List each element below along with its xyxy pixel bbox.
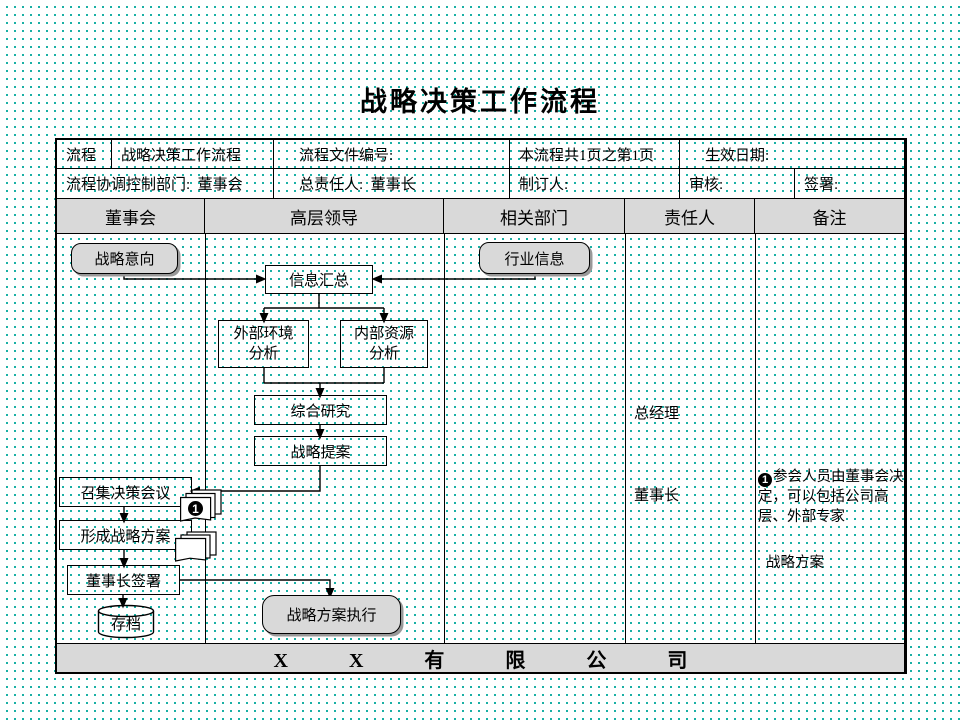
node-convene-meeting: 召集决策会议: [59, 477, 192, 507]
node-comprehensive-study: 综合研究: [254, 395, 387, 425]
note-marker-badge: 1: [758, 473, 772, 487]
document-stack-icon: [175, 531, 219, 563]
info-row-2: 流程协调控制部门: 董事会 总责任人: 董事长 制订人: 审核: 签署:: [57, 169, 904, 199]
node-execute-strategy: 战略方案执行: [262, 595, 401, 634]
lane-board: 董事会: [57, 199, 205, 233]
node-internal-analysis: 内部资源 分析: [340, 320, 428, 368]
node-form-strategy: 形成战略方案: [59, 520, 192, 550]
lane-senior-leadership: 高层领导: [205, 199, 444, 233]
documents-icon: [175, 531, 217, 562]
cell-responsible: 总责任人: 董事长: [274, 169, 510, 198]
anno-general-manager: 总经理: [634, 406, 680, 422]
process-table: 流程 战略决策工作流程 流程文件编号: 本流程共1页之第1页 生效日期: 流程协…: [55, 138, 907, 674]
cell-process-label: 流程: [57, 140, 112, 168]
node-strategy-proposal: 战略提案: [254, 436, 387, 466]
note-sub-text: 战略方案: [766, 555, 824, 571]
lane-notes: 备注: [812, 208, 847, 228]
node-industry-info: 行业信息: [479, 242, 590, 274]
cell-signature: 签署:: [804, 177, 839, 193]
cell-page-count: 本流程共1页之第1页: [510, 140, 680, 168]
node-strategic-intent: 战略意向: [71, 243, 178, 274]
cell-process-name: 战略决策工作流程: [112, 140, 274, 168]
cell-reviewer: 审核:: [680, 169, 795, 198]
lane-divider: [205, 234, 207, 643]
document-stack-icon: 1: [180, 489, 224, 523]
doc-badge-1: 1: [188, 501, 203, 516]
cell-doc-number: 流程文件编号:: [274, 140, 510, 168]
cell-drafter: 制订人:: [510, 169, 680, 198]
anno-chairman: 董事长: [634, 488, 680, 504]
swimlane-header: 董事会 高层领导 相关部门 责任人 备注: [57, 199, 904, 234]
archive-label: 存档: [110, 617, 141, 633]
lane-divider: [755, 234, 757, 643]
node-archive: 存档: [97, 604, 155, 640]
node-external-analysis: 外部环境 分析: [218, 320, 309, 368]
cell-effective-date: 生效日期:: [705, 147, 770, 164]
node-chairman-sign: 董事长签署: [67, 565, 180, 595]
company-footer: X X 有 限 公 司: [57, 643, 904, 672]
lane-related-depts: 相关部门: [444, 199, 625, 233]
lane-divider: [444, 234, 446, 643]
info-row-1: 流程 战略决策工作流程 流程文件编号: 本流程共1页之第1页 生效日期:: [57, 140, 904, 169]
node-info-summary: 信息汇总: [265, 265, 373, 294]
note-body: 参会人员由董事会决定，可以包括公司高层、外部专家: [758, 469, 904, 525]
cell-control-dept: 流程协调控制部门: 董事会: [57, 169, 274, 198]
lane-responsible-person: 责任人: [625, 199, 755, 233]
page-title: 战略决策工作流程: [360, 87, 600, 117]
lane-divider: [625, 234, 627, 643]
